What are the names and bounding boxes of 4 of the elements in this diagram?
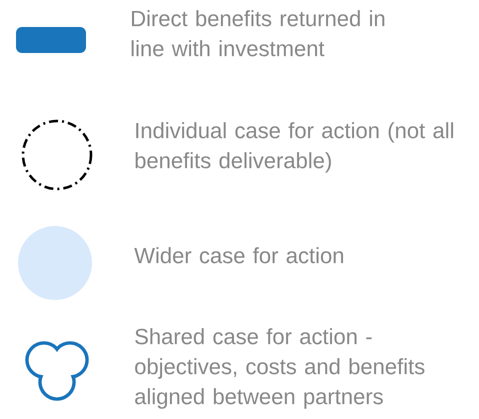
legend-text: Individual case for action (not all benefits deliverable) [136,122,454,173]
legend-text: Direct benefits returned in line with investment [132,10,384,56]
legend-text: Wider case for action [134,247,344,264]
legend-text: Shared case for action - objectives, costs and benefits aligned between partners [135,328,424,409]
